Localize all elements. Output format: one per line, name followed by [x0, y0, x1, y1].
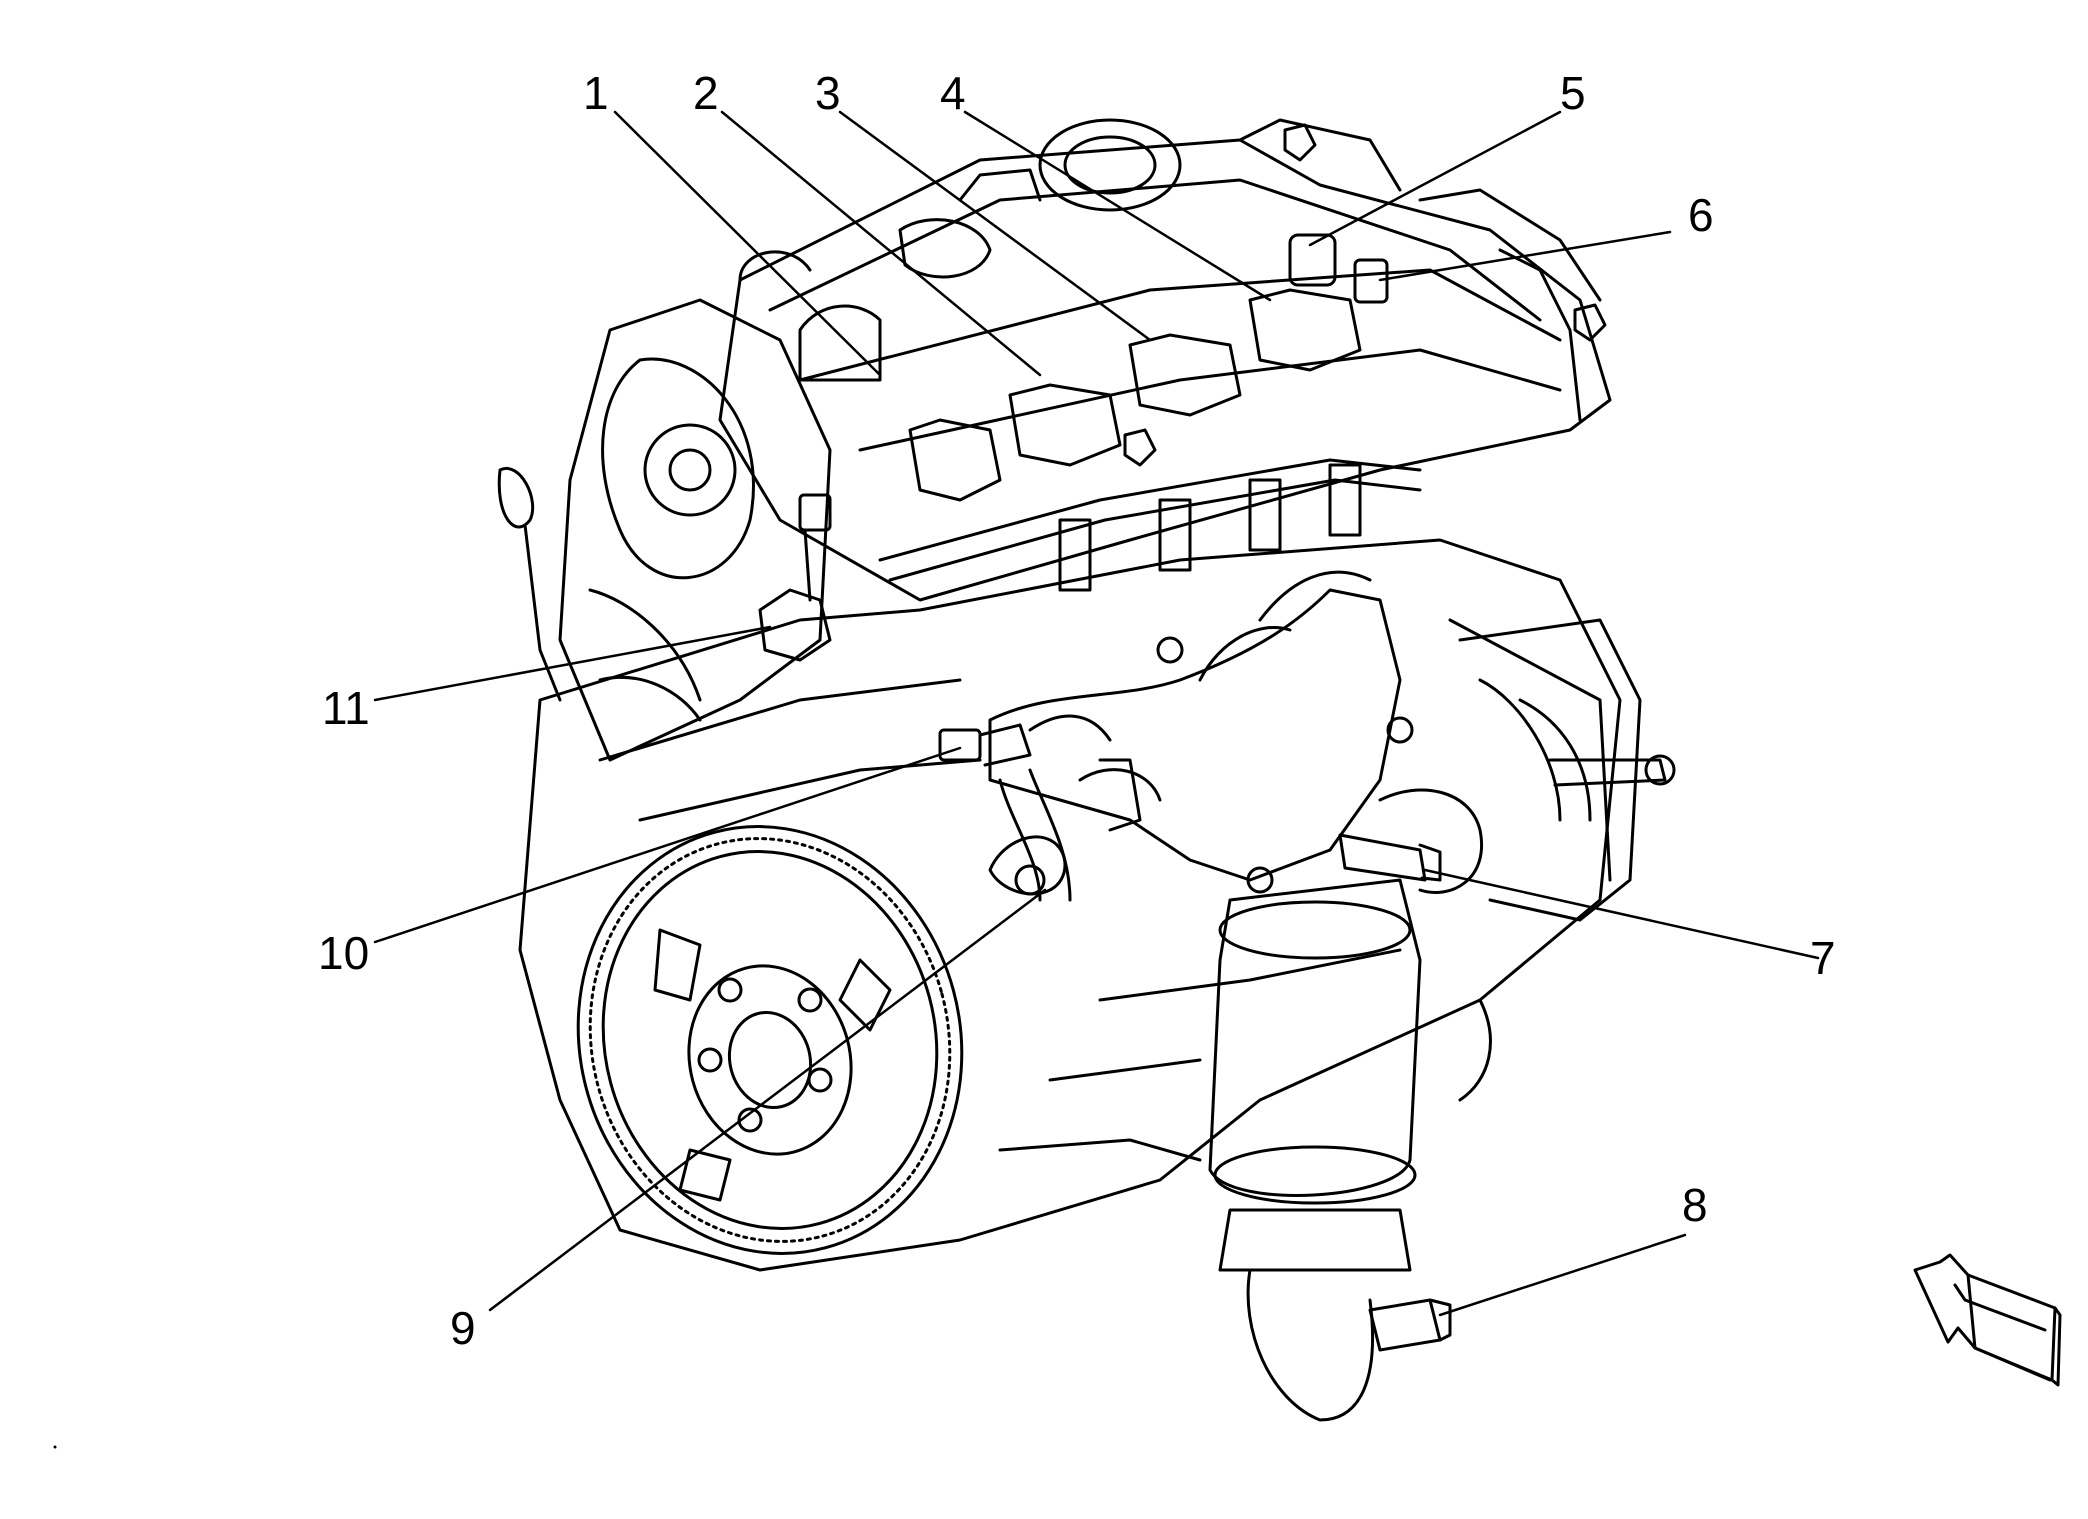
leader-lines [373, 110, 1820, 1317]
front-cover [497, 298, 832, 762]
callout-6: 6 [1688, 189, 1714, 241]
callout-11: 11 [322, 682, 370, 734]
callout-4: 4 [940, 67, 966, 119]
exhaust-manifold [988, 570, 1414, 894]
front-direction-arrow-icon [1913, 1253, 2062, 1387]
callout-2: 2 [693, 67, 719, 119]
fuel-rail [878, 458, 1422, 592]
callout-5: 5 [1560, 67, 1586, 119]
oxygen-sensor-lower [1368, 1298, 1452, 1352]
oxygen-sensor-upper [1338, 833, 1442, 882]
catalytic-converter [1208, 788, 1483, 1422]
engine-block [518, 538, 1622, 1272]
flywheel [576, 825, 964, 1255]
sensor-connector [938, 723, 1032, 767]
ignition-coils [908, 233, 1389, 502]
callout-1: 1 [583, 67, 609, 119]
coolant-pipes [988, 758, 1142, 902]
cover-studs [1123, 123, 1607, 467]
rear-pulley [1038, 118, 1182, 212]
oil-filler-neck [738, 250, 882, 382]
callout-9: 9 [450, 1302, 476, 1354]
callout-7: 7 [1810, 932, 1836, 984]
callout-8: 8 [1682, 1179, 1708, 1231]
bellhousing [1458, 618, 1676, 922]
callout-10: 10 [318, 927, 370, 979]
callout-3: 3 [815, 67, 841, 119]
solenoid-valve [758, 493, 832, 662]
